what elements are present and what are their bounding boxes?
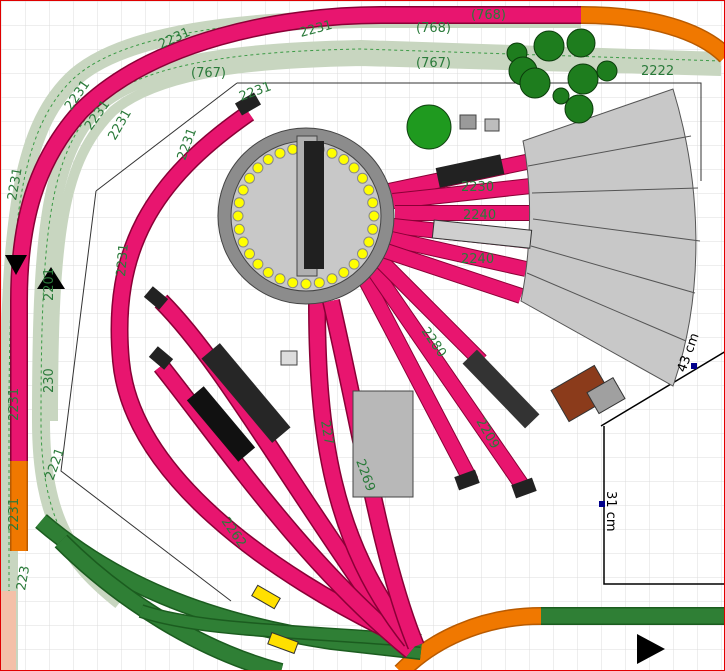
turntable-light: [262, 267, 274, 278]
buffer-stop-e: [511, 477, 537, 499]
locomotive-on-turntable[interactable]: [304, 141, 324, 269]
turntable-light: [367, 197, 379, 209]
turntable-light: [338, 154, 350, 165]
dimension-markers: [599, 363, 697, 507]
turntable-light: [232, 210, 244, 222]
turntable-light: [368, 210, 380, 222]
turntable-light: [357, 248, 368, 260]
label-2231-i: 2231: [7, 388, 22, 421]
turntable-light: [237, 184, 249, 196]
buffer-stop-b: [143, 286, 169, 310]
turntable-light: [262, 154, 274, 165]
label-outer-top-a: (768): [416, 21, 451, 36]
turntable-light: [326, 273, 338, 285]
label-2201: 2201: [42, 268, 57, 301]
locomotive-d[interactable]: [186, 386, 256, 462]
roundhouse[interactable]: [520, 88, 697, 387]
yard-tracks[interactable]: [1, 514, 725, 671]
label-2231-h: 2231: [114, 243, 132, 277]
turntable-light: [252, 258, 264, 270]
direction-arrows: [5, 255, 665, 664]
turntable-light: [244, 248, 255, 260]
locomotive-a[interactable]: [435, 154, 505, 188]
label-2222: 2222: [641, 64, 674, 79]
label-230: 230: [42, 368, 57, 393]
turntable-light: [287, 277, 299, 289]
turntable-light: [252, 162, 264, 174]
turntable-light: [338, 267, 350, 278]
baseboard-outline: [60, 82, 702, 602]
turntable-light: [237, 236, 249, 248]
label-outer-second-a: (767): [416, 56, 451, 71]
label-outer-second-b: (767): [191, 66, 226, 81]
turntable-light: [326, 147, 338, 159]
main-loop-track[interactable]: [10, 6, 581, 461]
label-223: 223: [14, 565, 33, 592]
locomotive-c[interactable]: [201, 343, 291, 443]
turntable-light: [287, 143, 299, 155]
label-outer-top-b: (768): [471, 8, 506, 23]
turntable-light: [313, 277, 325, 289]
engine-house[interactable]: [550, 360, 626, 428]
orange-track-pieces[interactable]: [10, 6, 725, 671]
turntable-light: [348, 258, 360, 270]
buffer-stop-c: [148, 346, 174, 370]
passenger-car[interactable]: [431, 219, 533, 249]
scenery[interactable]: [251, 28, 626, 655]
turntable[interactable]: [217, 127, 395, 305]
label-2231-j: 2231: [7, 498, 22, 531]
label-2230: 2230: [461, 180, 494, 195]
yellow-vehicle-b[interactable]: [267, 631, 299, 655]
turntable-light: [348, 162, 360, 174]
turntable-light: [300, 278, 312, 290]
label-227: 227: [317, 419, 336, 446]
signal-box[interactable]: [280, 350, 298, 366]
locomotive-b[interactable]: [462, 349, 540, 429]
label-2231-d: 2231: [5, 166, 26, 201]
turntable-light: [274, 147, 286, 159]
roundhouse-stall-lines: [526, 135, 701, 342]
turntable-light: [244, 172, 255, 184]
shed-small-a[interactable]: [459, 114, 477, 130]
buffer-stop-d: [454, 469, 480, 491]
coaling-station[interactable]: [352, 390, 414, 498]
rolling-stock[interactable]: [143, 92, 540, 499]
label-2240-a: 2240: [463, 208, 496, 223]
yellow-vehicle-a[interactable]: [251, 584, 281, 610]
turntable-light: [363, 236, 375, 248]
buffer-stop-a: [234, 92, 262, 116]
water-tank[interactable]: [406, 104, 452, 150]
turntable-light: [357, 172, 368, 184]
label-2240-b: 2240: [461, 252, 494, 267]
dimension-height: 31 cm: [603, 491, 618, 532]
baseboard-inner: [600, 351, 724, 585]
shed-small-b[interactable]: [484, 118, 500, 132]
turntable-light: [274, 273, 286, 285]
turntable-light: [363, 184, 375, 196]
turntable-light: [233, 197, 245, 209]
trees: [506, 28, 618, 124]
turntable-light: [233, 223, 245, 235]
turntable-light: [367, 223, 379, 235]
